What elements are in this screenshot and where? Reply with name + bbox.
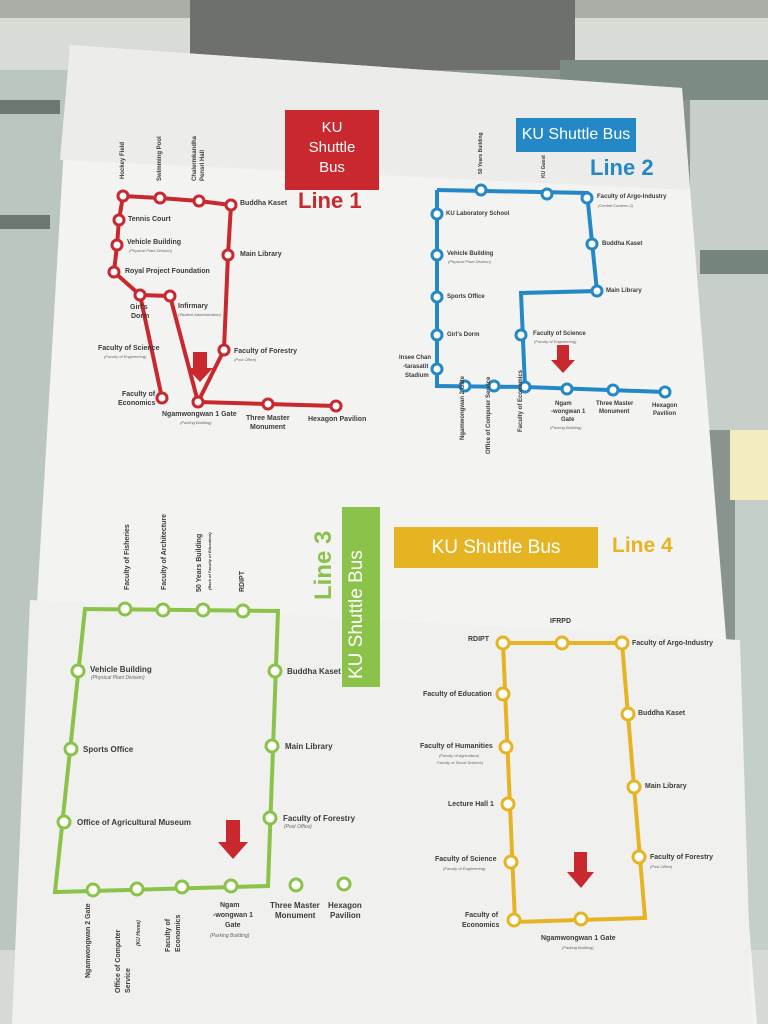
line2-name: Line 2 xyxy=(590,155,654,180)
stop-faculty-argo-note: (Central Canteen 2) xyxy=(598,203,634,208)
line1-title-box: KU Shuttle Bus xyxy=(285,110,379,190)
stop-buddha-kaset: Buddha Kaset xyxy=(602,241,643,247)
stop-faculty-science: Faculty of Science xyxy=(98,345,160,352)
stop-faculty-forestry: Faculty of Forestry xyxy=(234,348,298,355)
stop-ngamwongwan-1-gate: Ngam xyxy=(220,902,240,909)
stop-vehicle-building: Vehicle Building xyxy=(127,239,182,246)
stop-ngamwongwan-1-gate: Ngamwongwan 1 Gate xyxy=(541,935,616,942)
stop-gate-note: (Parking Building) xyxy=(210,933,250,939)
stop-faculty-economics: Faculty of xyxy=(465,912,499,919)
stop-faculty-science: Faculty of Science xyxy=(435,856,497,863)
stop-rdipt: RDIPT xyxy=(468,636,489,643)
stop-three-master: Three Master xyxy=(270,901,320,910)
stop-girls-dorm: Girl's Dorm xyxy=(447,332,480,338)
stop-faculty-science-note: (Faculty of Engineering) xyxy=(534,339,577,344)
stop-ngamwongwan-1-gate: Ngamwongwan 1 Gate xyxy=(162,411,237,418)
stop-faculty-forestry-note: (Post Office) xyxy=(650,864,673,869)
stop-three-master-2: Monument xyxy=(599,409,630,415)
stop-faculty-humanities: Faculty of Humanities xyxy=(420,743,493,750)
stop-office-agricultural-museum: Office of Agricultural Museum xyxy=(77,818,191,827)
stop-faculty-forestry: Faculty of Forestry xyxy=(283,814,356,823)
stop-main-library: Main Library xyxy=(606,288,642,294)
stop-faculty-science: Faculty of Science xyxy=(533,331,586,337)
stop-gate-note: (Parking Building) xyxy=(180,420,212,425)
stop-gate-note: (Parking Building) xyxy=(550,425,582,430)
stop-buddha-kaset: Buddha Kaset xyxy=(287,667,341,676)
stop-main-library: Main Library xyxy=(240,251,282,258)
stop-vehicle-building-note: (Physical Plant Division) xyxy=(129,248,172,253)
stop-faculty-economics-2: Economics xyxy=(462,922,500,929)
stop-three-master-2: Monument xyxy=(275,911,316,920)
line3-title-box: KU Shuttle Bus xyxy=(342,507,380,687)
stop-faculty-economics-2: Economics xyxy=(118,400,156,407)
stop-ngamwongwan-1-gate-3: Gate xyxy=(561,417,575,423)
stop-ifrpd: IFRPD xyxy=(550,618,571,625)
stop-three-master: Three Master xyxy=(246,415,290,422)
stop-hexagon: Hexagon xyxy=(328,901,362,910)
stop-hexagon-2: Pavilion xyxy=(330,911,361,920)
stop-faculty-science-note: (Faculty of Engineering) xyxy=(443,866,486,871)
stop-infirmary-note: (Student Administration) xyxy=(178,312,221,317)
stop-faculty-argo: Faculty of Argo-Industry xyxy=(632,640,714,647)
stop-ngamwongwan-1-gate-2: -wongwan 1 xyxy=(551,409,586,415)
stop-faculty-science-note: (Faculty of Engineering) xyxy=(104,354,147,359)
line1-box-text: Bus xyxy=(319,159,345,176)
stop-faculty-education: Faculty of Education xyxy=(423,691,492,698)
stop-infirmary: Infirmary xyxy=(178,303,208,310)
line1-name: Line 1 xyxy=(298,188,362,213)
stop-sports-office: Sports Office xyxy=(447,294,485,300)
stop-vehicle-building: Vehicle Building xyxy=(447,251,494,257)
stop-insee-chan-2: -tarasatit xyxy=(403,364,429,370)
stop-insee-chan-3: Stadium xyxy=(405,373,429,379)
stop-hexagon: Hexagon xyxy=(652,403,678,409)
stop-ngamwongwan-1-gate: Ngam xyxy=(555,401,572,407)
stop-vehicle-building: Vehicle Building xyxy=(90,665,152,674)
stop-main-library: Main Library xyxy=(285,742,333,751)
stop-faculty-forestry-note: (Post Office) xyxy=(284,824,312,830)
stop-three-master-2: Monument xyxy=(250,424,286,431)
line1-box-text: Shuttle xyxy=(308,139,356,156)
stop-vehicle-building-note: (Physical Plant Division) xyxy=(91,675,145,681)
stop-girls-dorm-2: Dorm xyxy=(131,313,150,320)
stop-ku-lab-school: KU Laboratory School xyxy=(446,211,510,217)
stop-faculty-economics: Faculty of xyxy=(122,391,156,398)
stop-royal-project: Royal Project Foundation xyxy=(125,268,210,275)
line2-title-box: KU Shuttle Bus xyxy=(516,118,636,152)
stop-lecture-hall-1: Lecture Hall 1 xyxy=(448,801,494,808)
line4-name: Line 4 xyxy=(612,534,673,557)
stop-humanities-note: (Faculty of Agricultural, xyxy=(439,753,480,758)
line1-box-text: KU xyxy=(321,119,343,136)
stop-humanities-note-2: Faculty of Social Science) xyxy=(437,760,484,765)
stop-faculty-forestry-note: (Post Office) xyxy=(234,357,257,362)
stop-buddha-kaset: Buddha Kaset xyxy=(638,710,686,717)
stop-ngamwongwan-1-gate-2: -wongwan 1 xyxy=(213,912,254,919)
stop-sports-office: Sports Office xyxy=(83,745,134,754)
stop-vehicle-building-note: (Physical Plant Division) xyxy=(448,259,491,264)
stop-faculty-forestry: Faculty of Forestry xyxy=(650,854,714,861)
stop-ngamwongwan-1-gate-3: Gate xyxy=(225,922,241,929)
line4-title-box: KU Shuttle Bus xyxy=(394,527,598,568)
stop-buddha-kaset: Buddha Kaset xyxy=(240,200,288,207)
stop-insee-chan: Insee Chan xyxy=(399,355,432,361)
stop-tennis-court: Tennis Court xyxy=(128,216,171,223)
stop-three-master: Three Master xyxy=(596,401,634,407)
stop-hexagon-2: Pavilion xyxy=(653,411,677,417)
stop-main-library: Main Library xyxy=(645,783,687,790)
stop-hexagon-pavilion: Hexagon Pavilion xyxy=(308,416,367,423)
stop-faculty-argo: Faculty of Argo-Industry xyxy=(597,194,667,200)
stop-girls-dorm: Girl's xyxy=(130,304,148,311)
stop-gate-note: (Parking Building) xyxy=(562,945,594,950)
